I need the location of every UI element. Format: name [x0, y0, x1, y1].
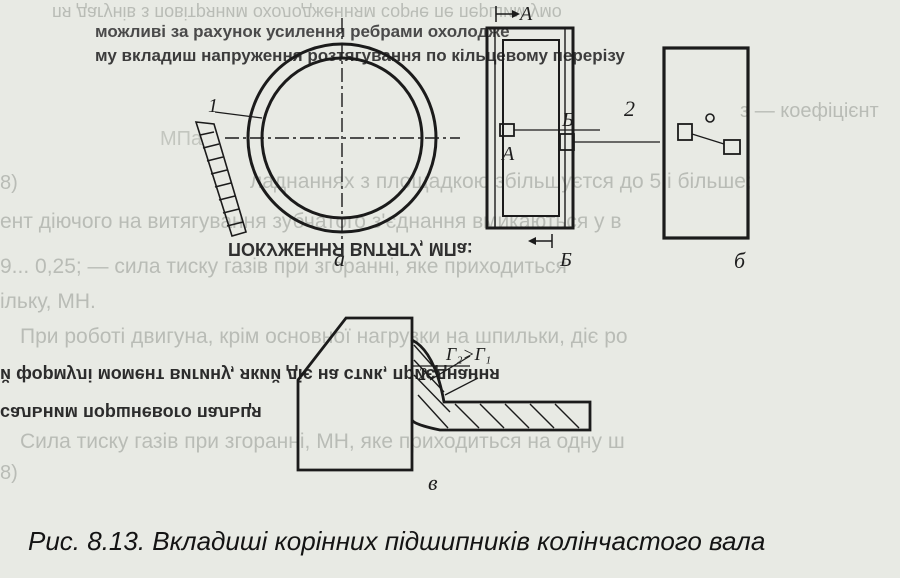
label-section-A-mid: А	[500, 143, 515, 165]
bleed-right-6: При роботі двигуна, крім основної нагруз…	[20, 325, 628, 348]
bleed-right-5: ільку, МН.	[0, 290, 96, 313]
bleed-right-4: 9... 0,25; — сила тиску газів при згоран…	[0, 255, 567, 278]
bleed-right-2: ладнаннях з площадкою збільшуєтся до 5 і…	[250, 170, 752, 193]
label-section-B-mid: Б	[561, 109, 574, 131]
bleed-line-top-3: му вкладиш напруження розтягування по кі…	[95, 46, 625, 65]
bleed-line-top-2: можливі за рахунок усилення ребрами охол…	[95, 22, 510, 41]
figure-b-plate	[662, 46, 750, 240]
bleed-left-mpa: МПа	[160, 128, 203, 150]
figure-a-shell-fragment	[194, 121, 247, 237]
bleed-right-1: з — коефіцієнт	[740, 100, 879, 122]
label-section-B-bottom: Б	[559, 249, 572, 271]
figure-section-view	[485, 6, 660, 248]
label-number-1: 1	[208, 95, 218, 117]
label-gamma-relation: Г₂>Г₁	[445, 344, 491, 364]
label-a: а	[334, 246, 345, 271]
bleed-left-8a: 8)	[0, 172, 18, 194]
label-section-A-top: А	[518, 3, 533, 25]
figure-v-detail	[296, 316, 592, 472]
label-number-2-right: 2	[624, 96, 635, 121]
label-v: в	[428, 470, 438, 495]
bleed-left-8b: 8)	[0, 462, 18, 484]
figure-a-ring	[214, 18, 460, 248]
figure-caption: Рис. 8.13. Вкладиші корінних підшипників…	[28, 526, 766, 556]
bleed-right-7: Сила тиску газів при згоранні, МН, яке п…	[20, 430, 625, 453]
label-b: б	[734, 248, 746, 273]
bleed-right-3: ент діючого на витягування зубчатого з'є…	[0, 210, 622, 233]
label-number-2-detail: 2	[418, 364, 427, 384]
